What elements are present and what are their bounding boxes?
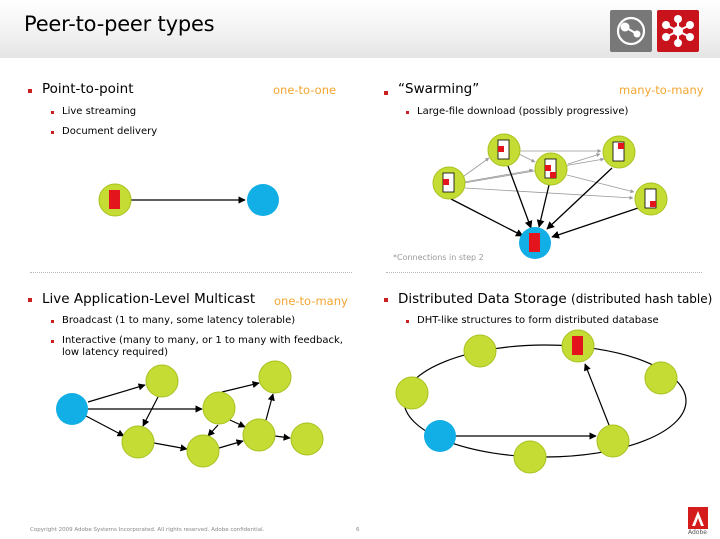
tag-one-to-one: one-to-one (273, 83, 337, 97)
heading-distributed-storage-sub: (distributed hash table) (571, 292, 713, 306)
product-logo-icon (610, 10, 652, 52)
multicast-peer (145, 364, 179, 398)
item-bullet (51, 340, 54, 343)
heading-swarming: “Swarming” (398, 81, 480, 97)
swarm-peer-3 (534, 152, 568, 186)
multicast-peer (242, 418, 276, 452)
item-interactive-cont: low latency required) (62, 347, 168, 358)
network-logo-icon (657, 10, 699, 52)
multicast-source-node (56, 393, 88, 425)
swarm-peer-1 (432, 166, 466, 200)
heading-distributed-storage-main: Distributed Data Storage (398, 291, 567, 307)
point-to-point-diagram (98, 183, 279, 217)
file-chunk-icon (109, 190, 120, 209)
dht-peer (596, 424, 630, 458)
connections-note: *Connections in step 2 (393, 253, 484, 262)
multicast-peer (121, 425, 155, 459)
multicast-peer (202, 391, 236, 425)
dht-peer (644, 361, 678, 395)
dht-source-node (424, 420, 456, 452)
item-broadcast: Broadcast (1 to many, some latency toler… (62, 315, 296, 326)
adobe-logo-icon (688, 507, 708, 529)
swarm-peer-2 (487, 133, 521, 167)
item-bullet (51, 131, 54, 134)
slide-title: Peer-to-peer types (24, 12, 215, 36)
divider-left (30, 272, 352, 273)
item-bullet (406, 111, 409, 114)
item-live-streaming: Live streaming (62, 106, 137, 117)
multicast-peer (186, 434, 220, 468)
divider-right (386, 272, 702, 273)
dht-peer (395, 376, 429, 410)
item-document-delivery: Document delivery (62, 126, 158, 137)
slide-header: Peer-to-peer types (0, 0, 720, 58)
item-large-file-download: Large-file download (possibly progressiv… (417, 106, 629, 117)
page-number: 6 (356, 527, 360, 533)
multicast-diagram (56, 360, 324, 468)
tag-one-to-many: one-to-many (274, 294, 348, 308)
heading-bullet (28, 89, 32, 93)
receiver-node (247, 184, 279, 216)
heading-distributed-storage: Distributed Data Storage (distributed ha… (398, 291, 712, 307)
swarming-diagram (432, 133, 668, 259)
dht-peer (463, 334, 497, 368)
swarm-peer-5 (634, 182, 668, 216)
dht-data-node (561, 329, 595, 363)
item-bullet (406, 320, 409, 323)
item-bullet (51, 320, 54, 323)
tag-many-to-many: many-to-many (619, 83, 704, 97)
dht-diagram (395, 329, 687, 474)
heading-bullet (28, 298, 32, 302)
copyright-footer: Copyright 2009 Adobe Systems Incorporate… (30, 527, 265, 533)
heading-bullet (384, 91, 388, 95)
adobe-brand-label: Adobe (688, 529, 707, 536)
swarm-receiver (519, 227, 551, 259)
multicast-peer (258, 360, 292, 394)
item-interactive: Interactive (many to many, or 1 to many … (62, 335, 343, 346)
item-dht: DHT-like structures to form distributed … (417, 315, 659, 326)
heading-bullet (384, 298, 388, 302)
dht-peer (513, 440, 547, 474)
heading-multicast: Live Application-Level Multicast (42, 291, 256, 307)
multicast-peer (290, 422, 324, 456)
swarm-peer-4 (602, 135, 636, 169)
item-bullet (51, 111, 54, 114)
heading-point-to-point: Point-to-point (42, 81, 134, 97)
